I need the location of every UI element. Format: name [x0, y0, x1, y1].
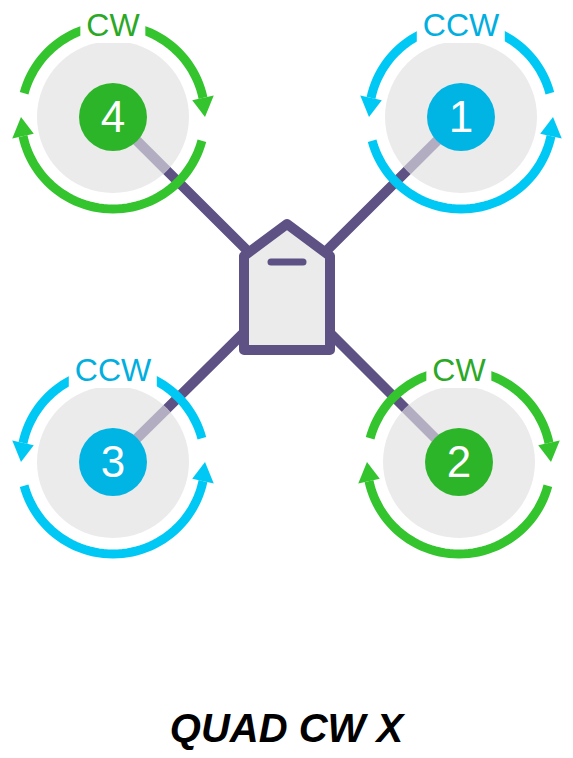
rotation-arrowhead: [12, 441, 34, 462]
rotation-arrowhead: [540, 117, 562, 138]
caption: QUAD CW X: [0, 706, 573, 751]
motor-node: CCW 1: [351, 7, 571, 227]
rotation-arrowhead: [358, 462, 380, 483]
front-mark: [271, 259, 303, 266]
motor-node: CW 2: [349, 352, 569, 572]
motor-node: CW 4: [3, 7, 223, 227]
rotation-label: CCW: [417, 7, 505, 43]
flight-controller-body: [244, 224, 330, 350]
rotation-arrowhead: [538, 441, 560, 462]
motor-node: CCW 3: [3, 352, 223, 572]
arm-tip: [405, 408, 438, 441]
rotation-label: CW: [426, 352, 491, 388]
motor-number: 2: [349, 436, 569, 488]
drone-arms: [113, 117, 461, 462]
arm-tip: [407, 138, 440, 170]
arm-tip: [134, 138, 167, 170]
motor-number: 3: [3, 436, 223, 488]
arm-tip: [134, 409, 167, 441]
motor-number: 4: [3, 91, 223, 143]
motor-number: 1: [351, 91, 571, 143]
rotation-label: CCW: [69, 352, 157, 388]
rotation-arrowhead: [192, 462, 214, 483]
rotation-label: CW: [80, 7, 145, 43]
rotation-arrowhead: [12, 117, 34, 138]
rotation-arrowhead: [192, 96, 214, 117]
rotation-arrowhead: [360, 96, 382, 117]
